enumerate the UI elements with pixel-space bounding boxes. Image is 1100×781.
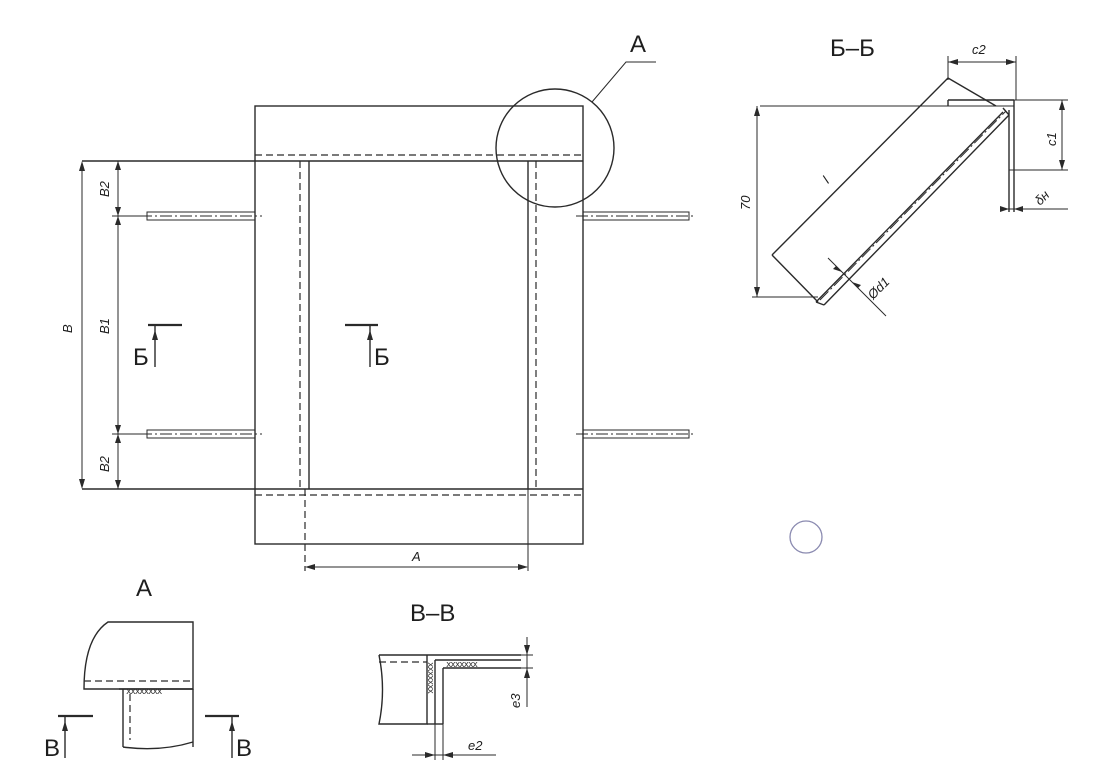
arrowhead [1059, 160, 1065, 170]
dim-c1-label: c1 [1044, 132, 1059, 146]
arrowhead [948, 59, 958, 65]
arrowhead [1000, 206, 1009, 212]
detail-a-plate [83, 621, 194, 690]
plate-edge-inner-1 [815, 111, 1004, 303]
svg-text:В: В [44, 735, 60, 762]
section-cut-mark-right: Б [345, 323, 390, 371]
plate-edge-inner-2 [823, 114, 1010, 306]
detail-a-weld-hatch: xxxxxxxx [126, 687, 163, 697]
dim-b-label: B [60, 324, 75, 333]
vv-weld-hatch-vertical: xxxxxxx [425, 662, 435, 695]
arrowhead [518, 564, 528, 570]
arrowhead [833, 266, 842, 272]
arrowhead [1014, 206, 1023, 212]
main-view: A B B2 B1 B2 A Б [60, 31, 696, 571]
vv-weld-hatch-horizontal: xxxxxxx [446, 660, 479, 670]
dim-b1-label: B1 [97, 318, 112, 334]
section-vv-title: В–В [410, 600, 455, 627]
arrowhead [115, 425, 121, 434]
arrowhead [115, 480, 121, 489]
plate-end-bottom [771, 254, 819, 303]
arrowhead [115, 434, 121, 443]
arrowhead [425, 752, 435, 758]
vv-plate-body [378, 654, 428, 725]
plate-end-top [947, 77, 997, 107]
svg-text:Б: Б [374, 344, 390, 371]
dim-e3-label: e3 [508, 693, 523, 708]
section-cut-mark-left: Б [133, 323, 182, 371]
pin-top-left [140, 211, 262, 221]
arrowhead [852, 282, 861, 288]
dim-e2-label: e2 [468, 738, 483, 753]
dim-b2-top-label: B2 [97, 180, 112, 197]
dim-a-label: A [411, 549, 421, 564]
detail-a: A xxxxxxxx В В [44, 575, 252, 762]
section-bb-title: Б–Б [830, 35, 875, 62]
plate-top-cap [1002, 107, 1010, 116]
arrowhead [754, 106, 760, 116]
detail-callout-label: A [630, 31, 646, 58]
dim-b2-bottom-label: B2 [97, 455, 112, 472]
arrowhead [754, 287, 760, 297]
arrowhead [115, 161, 121, 170]
arrowhead [1059, 100, 1065, 110]
arrowhead [115, 207, 121, 216]
svg-text:В: В [236, 735, 252, 762]
arrowhead [79, 161, 85, 171]
section-bb: Б–Б 70 c2 c1 [738, 35, 1068, 317]
plate-edge-outer [771, 77, 949, 256]
section-vv: В–В xxxxxxx xxxxxxx e3 e2 [378, 600, 533, 760]
detail-circle [495, 88, 615, 208]
detail-a-break-line [122, 741, 194, 750]
section-cut-mark-v-right: В [205, 714, 252, 762]
dim-thickness-label: δн [1032, 187, 1053, 208]
dim-c2-label: c2 [972, 42, 987, 57]
arrowhead [79, 479, 85, 489]
pin-bottom-left [140, 429, 262, 439]
small-circle-mark [789, 520, 823, 554]
detail-a-title: A [136, 575, 152, 602]
pin-bottom-right [576, 429, 696, 439]
dim-l-label: l [820, 173, 833, 186]
arrowhead [524, 645, 530, 655]
svg-text:Б: Б [133, 344, 149, 371]
detail-leader [591, 61, 656, 103]
arrowhead [524, 668, 530, 678]
dim-70-label: 70 [738, 195, 753, 210]
arrowhead [115, 216, 121, 225]
arrowhead [305, 564, 315, 570]
plate-bottom-cap [815, 301, 825, 306]
section-cut-mark-v-left: В [44, 714, 93, 762]
arrowhead [443, 752, 453, 758]
arrowhead [1006, 59, 1016, 65]
outer-plate [254, 105, 584, 545]
plate-centerline [819, 110, 1007, 301]
pin-top-right [576, 211, 696, 221]
